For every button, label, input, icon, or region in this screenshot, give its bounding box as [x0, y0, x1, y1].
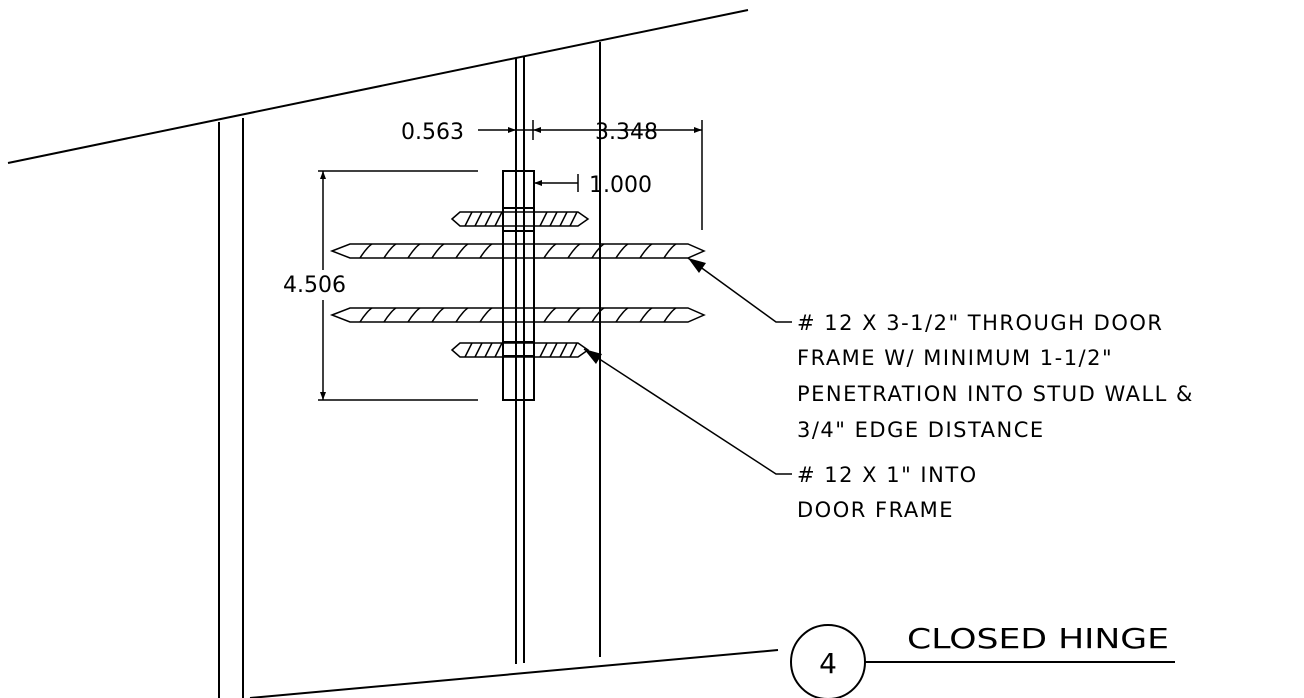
screws	[332, 212, 704, 357]
note-through-screw: # 12 X 3-1/2" THROUGH DOOR FRAME W/ MINI…	[797, 311, 1194, 442]
dim-arrow	[533, 127, 541, 133]
detail-title: CLOSED HINGE	[907, 622, 1169, 655]
dim-arrow	[320, 171, 326, 179]
dim-through-screw-length: 3.348	[595, 120, 658, 145]
leaders	[584, 258, 792, 474]
through-screw-upper	[332, 244, 704, 258]
dim-arrow	[694, 127, 702, 133]
note-line: PENETRATION INTO STUD WALL &	[797, 382, 1194, 406]
wall-outline	[8, 10, 778, 698]
dim-text-mask	[282, 270, 340, 300]
leader-short-screw	[584, 349, 792, 474]
wall-top-edge	[8, 10, 748, 163]
note-line: # 12 X 1" INTO	[797, 463, 978, 487]
leader-arrowhead	[688, 258, 706, 273]
short-screw-bottom	[452, 343, 588, 357]
note-line: DOOR FRAME	[797, 498, 954, 522]
hinge-leaf-outline	[503, 171, 534, 400]
dim-short-screw-length: 1.000	[589, 173, 652, 198]
dim-arrow	[508, 127, 516, 133]
note-line: 3/4" EDGE DISTANCE	[797, 418, 1045, 442]
note-line: FRAME W/ MINIMUM 1-1/2"	[797, 346, 1113, 370]
note-short-screw: # 12 X 1" INTO DOOR FRAME	[797, 463, 978, 522]
dim-hinge-leaf-width: 0.563	[401, 120, 464, 145]
hinge-leaf	[503, 171, 534, 400]
dim-hinge-height: 4.506	[283, 273, 346, 298]
note-line: # 12 X 3-1/2" THROUGH DOOR	[797, 311, 1163, 335]
wall-bottom-edge	[250, 650, 778, 698]
short-screw-top	[452, 212, 588, 226]
dim-arrow	[320, 392, 326, 400]
dimension-lines	[318, 120, 702, 400]
detail-title-block: 4 CLOSED HINGE	[791, 622, 1175, 698]
dim-arrow	[534, 180, 542, 186]
detail-number: 4	[819, 647, 837, 680]
through-screw-lower	[332, 308, 704, 322]
leader-through-screw	[688, 258, 792, 322]
leader-arrowhead	[584, 349, 602, 364]
